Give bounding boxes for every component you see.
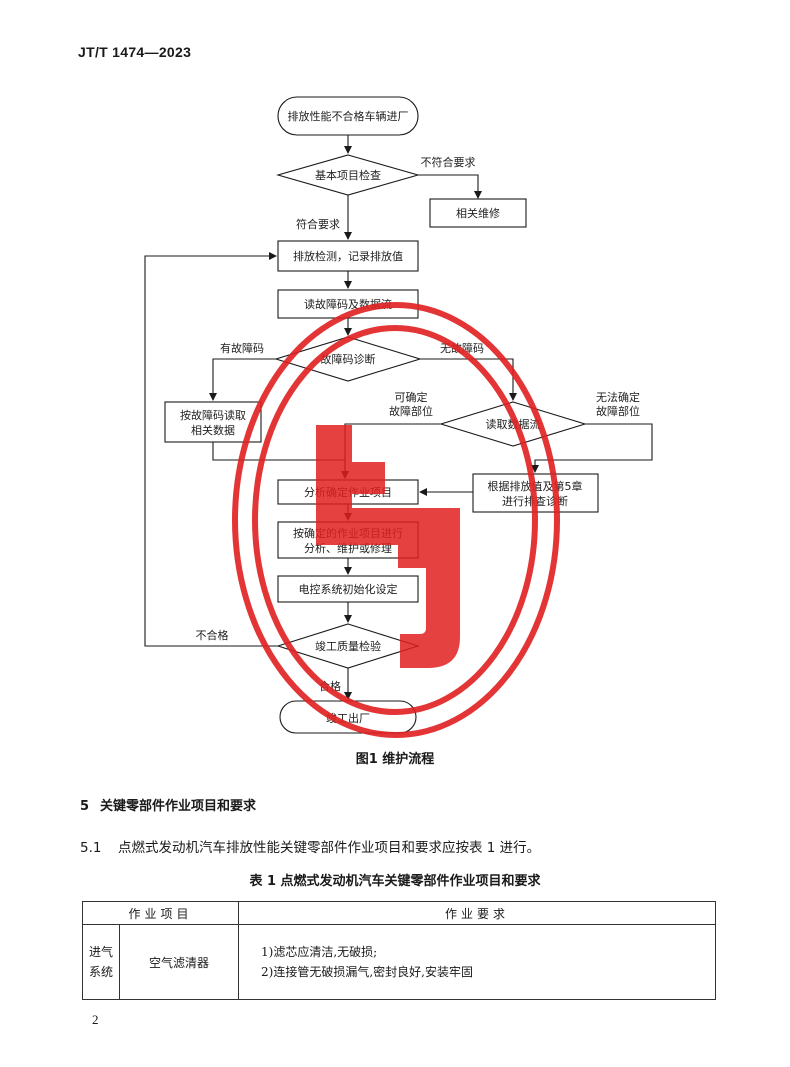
cell-requirements: 1)滤芯应清洁,无破损; 2)连接管无破损漏气,密封良好,安装牢固	[238, 924, 716, 1000]
table-1: 作业项目 作业要求 进气 系统 空气滤清器 1)滤芯应清洁,无破损; 2)连接管…	[82, 901, 716, 1000]
cell-system-line1: 进气	[88, 945, 113, 959]
flow-by-emission-line1: 根据排放值及第5章	[488, 479, 583, 493]
flow-by-code-line2: 相关数据	[191, 423, 235, 437]
standard-code: JT/T 1474—2023	[78, 44, 192, 60]
flow-fail-label: 不合格	[196, 628, 229, 642]
table-1-caption: 表 1 点燃式发动机汽车关键零部件作业项目和要求	[249, 874, 541, 889]
section-title: 关键零部件作业项目和要求	[100, 799, 257, 814]
section-number: 5	[80, 799, 90, 814]
paragraph-number: 5.1	[80, 840, 102, 856]
flow-ecu-init-label: 电控系统初始化设定	[299, 582, 398, 596]
flow-not-meet-label: 不符合要求	[421, 155, 476, 169]
flow-emission-test-box	[277, 240, 419, 272]
flow-emission-test-label: 排放检测，记录排放值	[293, 249, 403, 263]
cell-item: 空气滤清器	[119, 924, 239, 1000]
flow-cannot-locate-line2: 故障部位	[596, 404, 640, 418]
cell-system-line2: 系统	[88, 965, 113, 979]
flow-related-repair-label: 相关维修	[456, 206, 500, 220]
flow-can-locate-line1: 可确定	[395, 390, 428, 404]
section-5-heading: 5 关键零部件作业项目和要求	[80, 795, 256, 814]
cell-req-line2: 2)连接管无破损漏气,密封良好,安装牢固	[261, 965, 473, 979]
flow-related-repair-box	[429, 198, 527, 228]
flow-do-work-line2: 分析、维护或修理	[304, 541, 392, 555]
cell-system: 进气 系统	[82, 924, 120, 1000]
flow-start-label: 排放性能不合格车辆进厂	[288, 109, 409, 123]
flow-by-code-line1: 按故障码读取	[180, 408, 246, 422]
flow-meet-label: 符合要求	[296, 217, 340, 231]
page-number: 2	[92, 1012, 99, 1027]
flow-no-code-label: 无故障码	[440, 341, 484, 355]
flow-has-code-label: 有故障码	[220, 341, 264, 355]
figure-caption: 图1 维护流程	[355, 752, 435, 767]
flow-read-stream-label: 读取数据流	[486, 417, 541, 431]
flow-do-work-line1: 按确定的作业项目进行	[293, 526, 403, 540]
paragraph-text: 点燃式发动机汽车排放性能关键零部件作业项目和要求应按表 1 进行。	[118, 840, 541, 856]
table-row: 进气 系统 空气滤清器 1)滤芯应清洁,无破损; 2)连接管无破损漏气,密封良好…	[82, 924, 716, 1000]
paragraph-5-1: 5.1 点燃式发动机汽车排放性能关键零部件作业项目和要求应按表 1 进行。	[80, 836, 540, 856]
flow-code-diag-label: 故障码诊断	[321, 352, 376, 366]
flow-by-emission-line2: 进行排查诊断	[502, 494, 568, 508]
flow-analyze-items-label: 分析确定作业项目	[304, 485, 392, 499]
flow-exit-label: 竣工出厂	[326, 711, 370, 725]
flow-can-locate-line2: 故障部位	[389, 404, 433, 418]
flow-pass-label: 合格	[319, 679, 341, 693]
maintenance-flowchart: 排放性能不合格车辆进厂 基本项目检查 不符合要求 相关维修 符合要求 排放检测，…	[144, 96, 653, 734]
flow-basic-check-label: 基本项目检查	[315, 168, 381, 182]
cell-req-line1: 1)滤芯应清洁,无破损;	[261, 945, 378, 959]
flow-final-check-label: 竣工质量检验	[315, 639, 381, 653]
header-work-item: 作业项目	[82, 901, 239, 925]
header-work-requirement: 作业要求	[238, 901, 716, 925]
table-header-row: 作业项目 作业要求	[82, 901, 716, 925]
flow-read-codes-label: 读故障码及数据流	[304, 297, 392, 311]
flow-cannot-locate-line1: 无法确定	[596, 390, 640, 404]
